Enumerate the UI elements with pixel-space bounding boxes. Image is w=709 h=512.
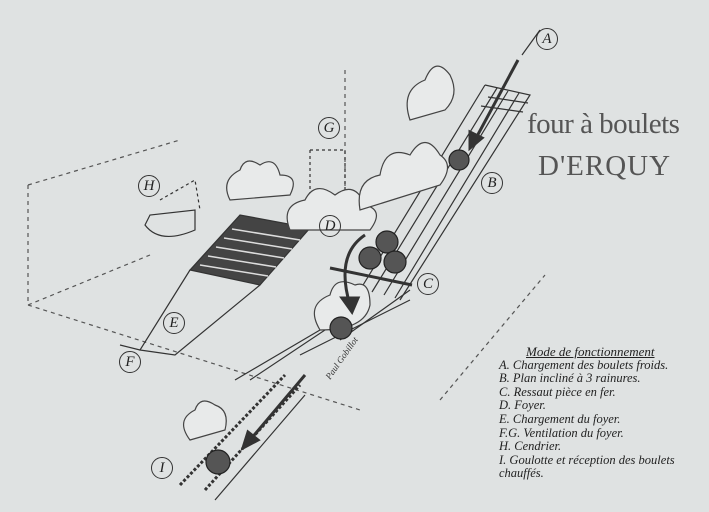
title-line2: D'ERQUY (538, 150, 672, 182)
legend-item: chauffés. (499, 466, 544, 481)
label-e: E (163, 312, 185, 334)
signature: Paul Gobillot (323, 335, 360, 382)
smoke (183, 65, 455, 441)
label-f: F (119, 351, 141, 373)
legend-item: E. Chargement du foyer. (499, 411, 621, 426)
ash-pan (144, 209, 196, 237)
legend-item: B. Plan incliné à 3 rainures. (499, 371, 641, 386)
furnace-outline (27, 70, 546, 411)
legend-item: F.G. Ventilation du foyer. (499, 425, 624, 440)
label-g: G (318, 117, 340, 139)
label-b: B (481, 172, 503, 194)
legend-item: H. Cendrier. (499, 439, 562, 454)
fireplace-grate (119, 214, 312, 356)
label-d: D (319, 215, 341, 237)
legend-item: C. Ressaut pièce en fer. (499, 384, 616, 399)
legend-item: A. Chargement des boulets froids. (499, 357, 669, 372)
label-i: I (151, 457, 173, 479)
legend-item: I. Goulotte et réception des boulets (499, 452, 675, 467)
cannonballs (205, 149, 470, 475)
label-h: H (138, 175, 160, 197)
legend: Mode de fonctionnement A. Chargement des… (499, 345, 675, 481)
legend-item: D. Foyer. (499, 398, 546, 413)
legend-heading: Mode de fonctionnement (526, 344, 655, 359)
label-a: A (536, 28, 558, 50)
label-c: C (417, 273, 439, 295)
title-line1: four à boulets (527, 108, 680, 140)
flow-arrows (240, 59, 520, 452)
